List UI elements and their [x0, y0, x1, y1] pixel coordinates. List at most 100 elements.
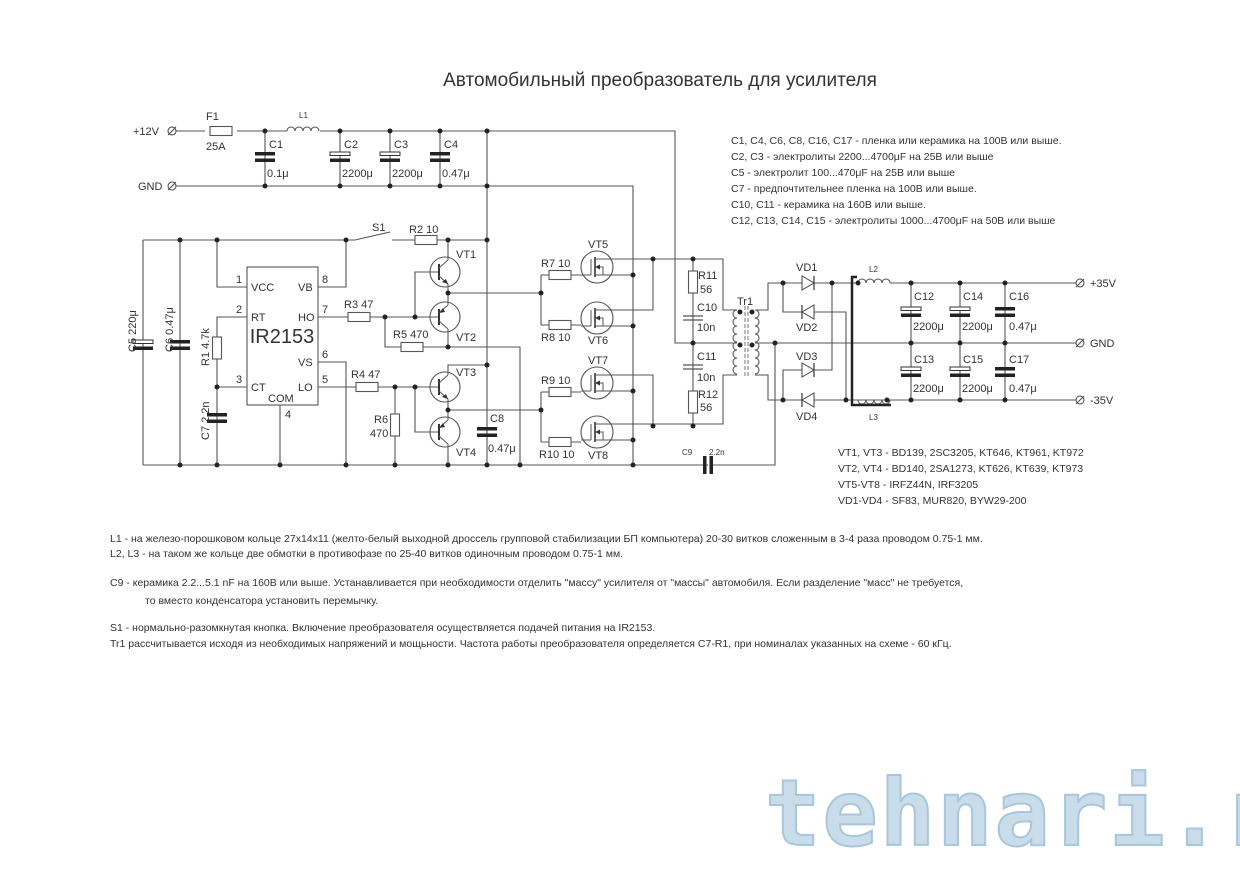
- label-vt3: VT3: [456, 367, 476, 379]
- pin-number: 1: [236, 274, 242, 286]
- label-vd4: VD4: [796, 411, 817, 423]
- resistor-r1: [211, 336, 223, 360]
- label-r8: R8 10: [541, 332, 570, 344]
- label-r9: R9 10: [541, 375, 570, 387]
- value-c8: 0.47μ: [488, 443, 516, 455]
- label-c6: C6 0.47μ: [164, 307, 176, 352]
- value-r6: 470: [370, 428, 388, 440]
- note-line: C10, C11 - керамика на 160В или выше.: [731, 199, 926, 211]
- note-line: VT5-VT8 - IRFZ44N, IRF3205: [838, 479, 978, 491]
- pin-number: 4: [285, 409, 291, 421]
- label-r1: R1 4.7k: [200, 328, 212, 366]
- value-c16: 0.47μ: [1009, 321, 1037, 333]
- terminal-gnd-in: [167, 181, 177, 191]
- resistor-r6: [389, 413, 401, 437]
- value-c13: 2200μ: [913, 383, 944, 395]
- label-c2: C2: [344, 139, 358, 151]
- label-r2: R2 10: [409, 224, 438, 236]
- mosfet-vt8: [580, 415, 614, 449]
- value-c17: 0.47μ: [1009, 383, 1037, 395]
- value-c11: 10n: [697, 372, 715, 384]
- ic-ir2153: [246, 266, 319, 406]
- resistor-r3: [347, 311, 371, 323]
- label-minus35v: -35V: [1090, 395, 1114, 407]
- note-line: VT1, VT3 - BD139, 2SC3205, KT646, KT961,…: [838, 447, 1084, 459]
- pin-label: RT: [251, 312, 266, 324]
- value-f1: 25A: [206, 141, 226, 153]
- label-l1: L1: [299, 111, 308, 120]
- value-c14: 2200μ: [962, 321, 993, 333]
- note-line: то вместо конденсатора установить перемы…: [145, 595, 378, 607]
- resistor-r12: [687, 390, 699, 414]
- resistor-r9: [548, 386, 572, 398]
- value-c2: 2200μ: [342, 168, 373, 180]
- pin-number: 5: [322, 374, 328, 386]
- inductor-l1: [286, 126, 320, 132]
- page-title: Автомобильный преобразователь для усилит…: [443, 70, 877, 91]
- label-r4: R4 47: [351, 369, 380, 381]
- label-c13: C13: [914, 354, 934, 366]
- pin-label: VS: [298, 357, 313, 369]
- choke-core: [850, 275, 891, 407]
- pin-number: 3: [236, 374, 242, 386]
- transistor-vt1: [429, 256, 461, 288]
- general-notes: L1 - на железо-порошковом кольце 27x14x1…: [110, 533, 983, 650]
- note-line: C2, C3 - электролиты 2200...4700μF на 25…: [731, 151, 994, 163]
- pin-label: COM: [268, 393, 294, 405]
- transistor-vt4: [429, 416, 461, 448]
- label-vt7: VT7: [588, 355, 608, 367]
- label-c10: C10: [697, 302, 717, 314]
- capacitor-notes: C1, C4, C6, C8, C16, C17 - пленка или ке…: [731, 135, 1062, 227]
- label-tr1: Tr1: [737, 296, 753, 308]
- label-vd2: VD2: [796, 322, 817, 334]
- label-vt4: VT4: [456, 447, 476, 459]
- semiconductor-notes: VT1, VT3 - BD139, 2SC3205, KT646, KT961,…: [838, 447, 1084, 507]
- label-gnd-out: GND: [1090, 338, 1115, 350]
- watermark-logo: tehnari.ru: [765, 760, 1240, 867]
- value-c10: 10n: [697, 322, 715, 334]
- label-r6: R6: [374, 414, 388, 426]
- label-c3: C3: [394, 139, 408, 151]
- value-c9: 2.2n: [709, 448, 725, 457]
- note-line: C9 - керамика 2.2...5.1 nF на 160В или в…: [110, 577, 963, 589]
- resistor-r4: [355, 381, 379, 393]
- label-c9: C9: [682, 448, 693, 457]
- terminal-plus35v: [1075, 278, 1085, 288]
- label-vt8: VT8: [588, 450, 608, 462]
- note-line: S1 - нормально-разомкнутая кнопка. Включ…: [110, 622, 655, 634]
- diode-vd4: [801, 392, 815, 408]
- label-c17: C17: [1009, 354, 1029, 366]
- pin-label: HO: [298, 312, 315, 324]
- label-r11: R11: [698, 270, 717, 282]
- label-vt5: VT5: [588, 239, 608, 251]
- value-c3: 2200μ: [392, 168, 423, 180]
- label-vd1: VD1: [796, 262, 817, 274]
- label-r10: R10 10: [539, 449, 574, 461]
- label-c16: C16: [1009, 291, 1029, 303]
- label-r12: R12: [698, 389, 718, 401]
- note-line: L2, L3 - на таком же кольце две обмотки …: [110, 548, 623, 560]
- label-vt6: VT6: [588, 335, 608, 347]
- pin-label: VCC: [251, 282, 274, 294]
- label-vt2: VT2: [456, 332, 476, 344]
- label-s1: S1: [372, 222, 385, 234]
- resistor-r11: [687, 270, 699, 294]
- pin-label: CT: [251, 382, 266, 394]
- mosfet-vt7: [580, 366, 614, 400]
- note-line: C1, C4, C6, C8, C16, C17 - пленка или ке…: [731, 135, 1062, 147]
- value-r11: 56: [700, 284, 712, 296]
- label-vd3: VD3: [796, 351, 817, 363]
- note-line: Tr1 рассчитывается исходя из необходимых…: [110, 638, 952, 650]
- label-r3: R3 47: [344, 299, 373, 311]
- pin-number: 7: [322, 304, 328, 316]
- label-c7: C7 2.2n: [200, 401, 212, 440]
- label-c1: C1: [269, 139, 283, 151]
- pin-number: 2: [236, 304, 242, 316]
- pin-number: 8: [322, 274, 328, 286]
- diode-vd2: [801, 304, 815, 320]
- value-c1: 0.1μ: [267, 168, 289, 180]
- transistor-vt2: [429, 301, 461, 333]
- note-line: VT2, VT4 - BD140, 2SA1273, KT626, KT639,…: [838, 463, 1083, 475]
- fuse-f1: [209, 125, 233, 137]
